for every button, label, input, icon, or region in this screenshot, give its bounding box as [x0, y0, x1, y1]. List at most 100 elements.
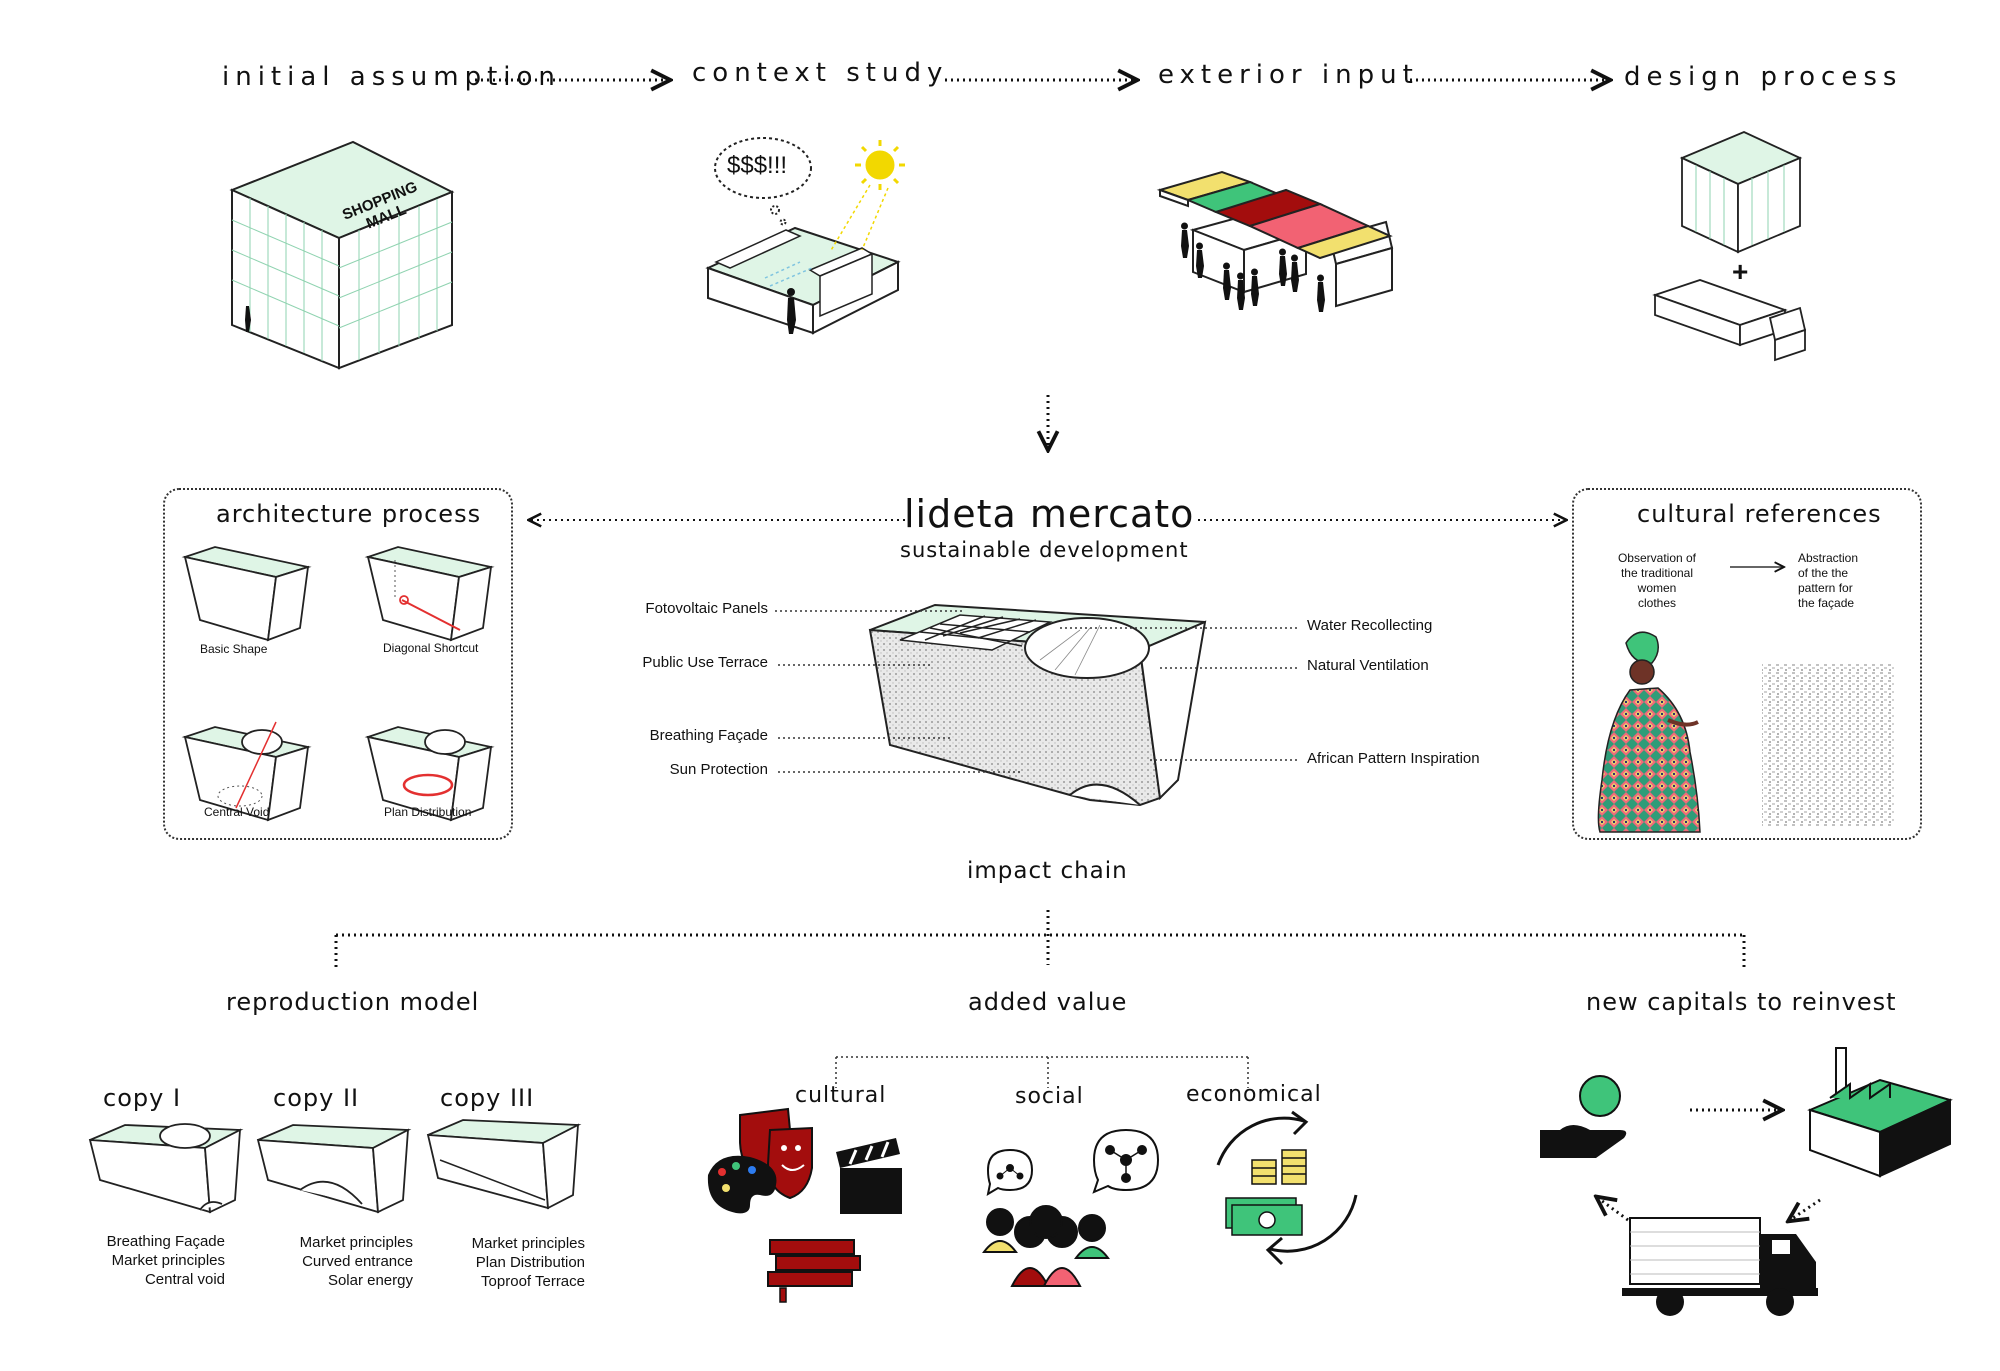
person-silhouette-icon	[787, 298, 796, 334]
sun-icon	[855, 140, 905, 190]
copy-feature-line: Solar energy	[327, 1272, 413, 1289]
copy-feature-line: Market principles	[471, 1235, 585, 1252]
factory-icon	[1807, 1047, 1953, 1178]
observation-line: women	[1637, 581, 1677, 595]
label-sun-protection: Sun Protection	[669, 761, 768, 778]
abstraction-line: Abstraction	[1798, 551, 1859, 565]
photovoltaic-panels-icon	[899, 614, 1053, 651]
diagonal-shortcut-diagram	[364, 546, 495, 642]
abstraction-caption: Abstraction of the the pattern for the f…	[1798, 551, 1858, 611]
observation-line: the traditional	[1620, 566, 1694, 580]
step-central-void-label: Central Void	[204, 805, 270, 819]
money-thought-bubble	[714, 137, 812, 199]
label-natural-ventilation: Natural Ventilation	[1307, 657, 1429, 674]
copy-feature-line: Market principles	[111, 1252, 225, 1269]
money-bubble-text: $$$!!!	[727, 152, 788, 179]
copy-ii-features: Market principles Curved entrance Solar …	[255, 1233, 413, 1290]
copy-i-features: Breathing Façade Market principles Centr…	[75, 1232, 225, 1289]
branch-added-value: added value	[968, 988, 1128, 1016]
copy-ii-title: copy II	[273, 1084, 360, 1112]
traditional-woman-illustration	[1597, 631, 1701, 833]
project-subtitle: sustainable development	[900, 538, 1189, 562]
label-african-pattern-inspiration: African Pattern Inspiration	[1307, 750, 1480, 767]
stage-context-study: context study	[692, 58, 949, 88]
category-cultural: cultural	[795, 1083, 887, 1108]
network-speech-bubble-large-icon	[1092, 1128, 1160, 1194]
paint-palette-icon	[707, 1155, 777, 1214]
architecture-process-title: architecture process	[216, 500, 482, 528]
central-void-opening	[1024, 617, 1150, 679]
step-basic-shape-label: Basic Shape	[200, 642, 268, 656]
cultural-references-panel	[1572, 488, 1922, 840]
network-speech-bubble-icon	[986, 1148, 1034, 1197]
shopping-mall-cube-illustration	[229, 140, 455, 370]
clapperboard-icon	[836, 1138, 902, 1214]
branch-reproduction-model: reproduction model	[226, 988, 480, 1016]
copy-feature-line: Plan Distribution	[475, 1254, 585, 1271]
label-breathing-facade: Breathing Façade	[649, 727, 768, 744]
category-economical: economical	[1186, 1082, 1322, 1107]
copy-feature-line: Market principles	[299, 1234, 413, 1251]
copy-i-building	[88, 1123, 244, 1214]
stage-exterior-input: exterior input	[1158, 60, 1419, 90]
plan-distribution-diagram	[364, 726, 495, 822]
step-diagonal-shortcut-label: Diagonal Shortcut	[383, 641, 479, 655]
cultural-references-art	[1597, 567, 1894, 833]
observation-line: Observation of	[1617, 551, 1697, 565]
copy-iii-building	[426, 1119, 582, 1210]
abstraction-line: of the the	[1798, 566, 1849, 580]
copy-iii-title: copy III	[440, 1084, 535, 1112]
plus-sign: +	[1732, 256, 1749, 287]
copy-iii-features: Market principles Plan Distribution Topr…	[430, 1234, 585, 1291]
stage-design-process: design process	[1624, 62, 1903, 92]
theater-masks-icon	[739, 1107, 813, 1200]
central-void-diagram	[181, 721, 312, 822]
impact-chain-title: impact chain	[967, 858, 1128, 884]
added-value-tree	[835, 1056, 1249, 1088]
copy-i-title: copy I	[103, 1084, 182, 1112]
new-capitals-icons	[1540, 1047, 1953, 1316]
reproduction-copies	[88, 1119, 582, 1214]
copy-feature-line: Curved entrance	[302, 1253, 413, 1270]
abstraction-line: pattern for	[1798, 581, 1853, 595]
copy-feature-line: Central void	[144, 1271, 225, 1288]
books-icon	[767, 1239, 861, 1303]
copy-feature-line: Toproof Terrace	[481, 1273, 585, 1290]
cultural-references-title: cultural references	[1637, 500, 1882, 528]
money-hand-icon	[1540, 1075, 1627, 1158]
context-study-room-illustration	[705, 137, 905, 335]
basic-shape-diagram	[181, 546, 312, 642]
label-fotovoltaic-panels: Fotovoltaic Panels	[645, 600, 768, 617]
project-label-leaders	[775, 610, 1300, 773]
banknotes-icon	[1225, 1197, 1303, 1236]
observation-line: clothes	[1637, 596, 1677, 610]
social-icons	[982, 1128, 1160, 1287]
person-silhouette-icon	[245, 306, 251, 332]
people-group-icon	[982, 1205, 1110, 1287]
stage-initial-assumption: initial assumption	[222, 62, 561, 92]
architecture-process-panel	[163, 488, 513, 840]
impact-chain-tree	[334, 910, 1746, 968]
branch-new-capitals: new capitals to reinvest	[1586, 988, 1897, 1016]
label-water-recollecting: Water Recollecting	[1307, 617, 1433, 634]
cultural-icons	[707, 1107, 902, 1303]
architecture-process-shapes	[181, 546, 495, 822]
copy-ii-building	[256, 1124, 412, 1214]
project-title: lideta mercato	[904, 492, 1195, 536]
observation-caption: Observation of the traditional women clo…	[1602, 551, 1712, 611]
category-social: social	[1015, 1084, 1084, 1109]
lideta-mercato-building	[868, 603, 1207, 807]
economical-cycle-icon	[1216, 1110, 1358, 1266]
process-arrows	[475, 80, 1608, 448]
copy-feature-line: Breathing Façade	[106, 1233, 225, 1250]
crowd-silhouettes	[1181, 222, 1325, 312]
market-stalls-illustration	[1156, 170, 1394, 312]
step-plan-distribution-label: Plan Distribution	[384, 805, 472, 819]
abstract-pattern-swatch	[1762, 664, 1894, 826]
design-process-illustration	[1652, 131, 1807, 362]
abstraction-line: the façade	[1798, 596, 1855, 610]
label-public-use-terrace: Public Use Terrace	[642, 654, 768, 671]
coins-stack-icon	[1251, 1149, 1307, 1185]
